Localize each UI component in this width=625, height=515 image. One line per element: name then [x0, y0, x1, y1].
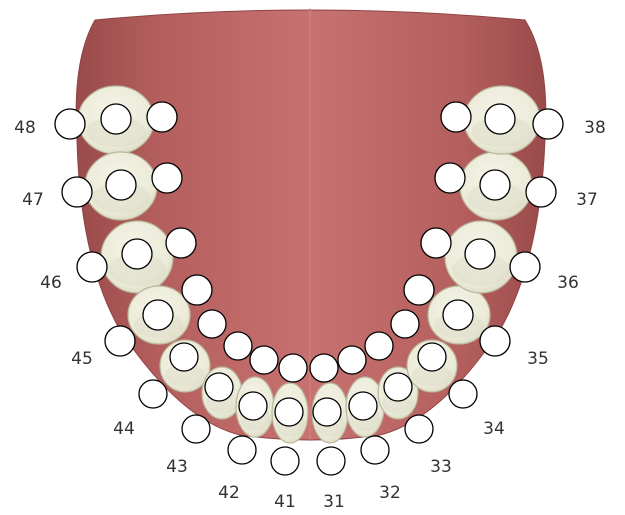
tooth-33-label: 33	[430, 457, 452, 477]
tooth-46-lingual-marker[interactable]	[166, 228, 196, 258]
tooth-43-label: 43	[166, 457, 188, 477]
tooth-45-label: 45	[71, 349, 93, 369]
tooth-34-label: 34	[483, 419, 505, 439]
tooth-46-buccal-marker[interactable]	[77, 252, 107, 282]
tooth-34-buccal-marker[interactable]	[449, 380, 477, 408]
tooth-37-label: 37	[576, 190, 598, 210]
tooth-43-buccal-marker[interactable]	[182, 415, 210, 443]
tooth-45-lingual-marker[interactable]	[182, 275, 212, 305]
tooth-48-buccal-marker[interactable]	[55, 109, 85, 139]
tooth-41-label: 41	[274, 492, 296, 512]
tooth-37-occlusal-marker[interactable]	[480, 170, 510, 200]
tooth-35-label: 35	[527, 349, 549, 369]
tooth-47-label: 47	[22, 190, 44, 210]
tooth-46-label: 46	[40, 273, 62, 293]
tooth-48-lingual-marker[interactable]	[147, 102, 177, 132]
tooth-32-occlusal-marker[interactable]	[349, 392, 377, 420]
tooth-47-occlusal-marker[interactable]	[106, 170, 136, 200]
tooth-42-occlusal-marker[interactable]	[239, 392, 267, 420]
tooth-32-buccal-marker[interactable]	[361, 436, 389, 464]
tooth-48-occlusal-marker[interactable]	[101, 104, 131, 134]
tooth-47-buccal-marker[interactable]	[62, 177, 92, 207]
tooth-43-lingual-marker[interactable]	[224, 332, 252, 360]
tooth-34-occlusal-marker[interactable]	[418, 343, 446, 371]
tooth-38-lingual-marker[interactable]	[441, 102, 471, 132]
tooth-38-buccal-marker[interactable]	[533, 109, 563, 139]
tooth-42-lingual-marker[interactable]	[250, 346, 278, 374]
tooth-34-lingual-marker[interactable]	[391, 310, 419, 338]
tooth-47-lingual-marker[interactable]	[152, 163, 182, 193]
tooth-37-buccal-marker[interactable]	[526, 177, 556, 207]
tooth-42-buccal-marker[interactable]	[228, 436, 256, 464]
tooth-33-occlusal-marker[interactable]	[384, 373, 412, 401]
tooth-31-buccal-marker[interactable]	[317, 447, 345, 475]
tooth-41-occlusal-marker[interactable]	[275, 398, 303, 426]
tooth-35-buccal-marker[interactable]	[480, 326, 510, 356]
tooth-48-label: 48	[14, 118, 36, 138]
tooth-44-buccal-marker[interactable]	[139, 380, 167, 408]
tooth-38-label: 38	[584, 118, 606, 138]
tooth-37-lingual-marker[interactable]	[435, 163, 465, 193]
tooth-45-buccal-marker[interactable]	[105, 326, 135, 356]
tooth-46-occlusal-marker[interactable]	[122, 239, 152, 269]
tooth-44-occlusal-marker[interactable]	[170, 343, 198, 371]
tooth-44-lingual-marker[interactable]	[198, 310, 226, 338]
tooth-41-lingual-marker[interactable]	[279, 354, 307, 382]
tooth-42-label: 42	[218, 483, 240, 503]
tooth-31-label: 31	[323, 492, 345, 512]
tooth-43-occlusal-marker[interactable]	[205, 373, 233, 401]
tooth-45-occlusal-marker[interactable]	[143, 300, 173, 330]
tooth-31-lingual-marker[interactable]	[310, 354, 338, 382]
tooth-36-lingual-marker[interactable]	[421, 228, 451, 258]
tooth-33-lingual-marker[interactable]	[365, 332, 393, 360]
tooth-36-label: 36	[557, 273, 579, 293]
tooth-35-lingual-marker[interactable]	[404, 275, 434, 305]
tooth-31-occlusal-marker[interactable]	[313, 398, 341, 426]
tooth-36-buccal-marker[interactable]	[510, 252, 540, 282]
tooth-36-occlusal-marker[interactable]	[465, 239, 495, 269]
tooth-32-lingual-marker[interactable]	[338, 346, 366, 374]
tooth-32-label: 32	[379, 483, 401, 503]
tooth-44-label: 44	[113, 419, 135, 439]
tooth-33-buccal-marker[interactable]	[405, 415, 433, 443]
tooth-41-buccal-marker[interactable]	[271, 447, 299, 475]
tooth-38-occlusal-marker[interactable]	[485, 104, 515, 134]
tooth-35-occlusal-marker[interactable]	[443, 300, 473, 330]
